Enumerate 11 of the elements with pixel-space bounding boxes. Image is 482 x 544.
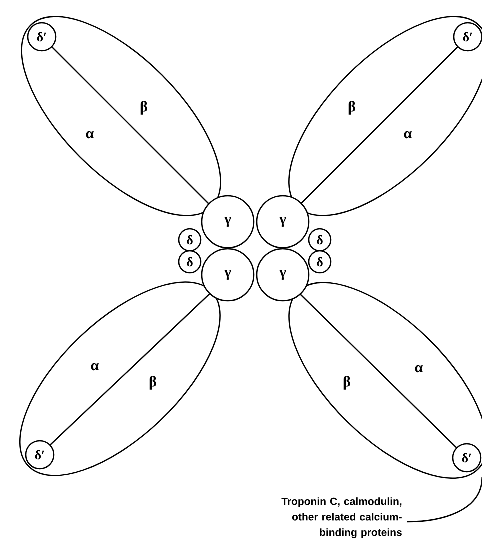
subunit-label: α	[86, 131, 94, 139]
subunit-label: β	[348, 101, 356, 115]
subunit-label: α	[404, 131, 412, 139]
subunit-label: α	[415, 365, 424, 373]
node-label: δ′	[462, 453, 472, 463]
subunit-label: β	[140, 101, 148, 115]
caption-text: Troponin C, calmodulin, other related calcium-binding proteins	[282, 498, 402, 538]
subunit-label: β	[150, 376, 156, 390]
node-label: δ′	[463, 32, 472, 42]
subunit-label: β	[344, 376, 350, 390]
subunit-label: α	[91, 363, 100, 371]
